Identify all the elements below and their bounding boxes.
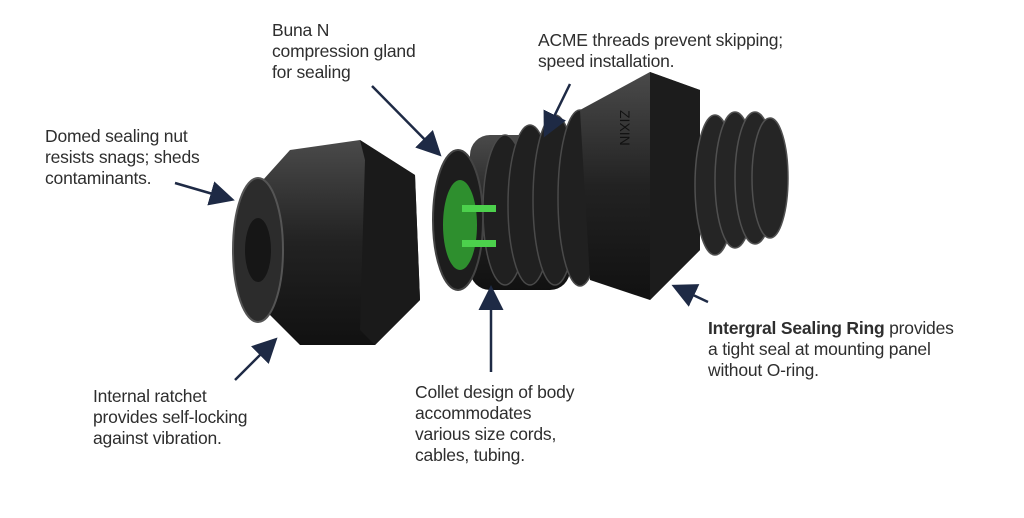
arrow-nut bbox=[174, 181, 235, 206]
label-line: Domed sealing nut bbox=[45, 126, 188, 146]
label-line: ACME threads prevent skipping; bbox=[538, 30, 783, 50]
label-line: a tight seal at mounting panel bbox=[708, 339, 931, 359]
label-sealing-ring: Intergral Sealing Ring provides a tight … bbox=[708, 318, 954, 381]
label-line: compression gland bbox=[272, 41, 416, 61]
label-line: resists snags; sheds bbox=[45, 147, 200, 167]
label-line: without O-ring. bbox=[708, 360, 819, 380]
sealing-nut bbox=[232, 140, 420, 345]
label-internal-ratchet: Internal ratchet provides self-locking a… bbox=[93, 386, 248, 449]
label-collet-design: Collet design of body accommodates vario… bbox=[415, 382, 574, 466]
arrow-threads bbox=[543, 83, 572, 138]
label-bold: Intergral Sealing Ring bbox=[708, 318, 885, 338]
arrow-ratchet bbox=[234, 337, 278, 381]
label-domed-nut: Domed sealing nut resists snags; sheds c… bbox=[45, 126, 200, 189]
label-line: Collet design of body bbox=[415, 382, 575, 402]
connector-body bbox=[432, 72, 789, 300]
label-acme-threads: ACME threads prevent skipping; speed ins… bbox=[538, 30, 783, 72]
label-line: contaminants. bbox=[45, 168, 152, 188]
label-line: Internal ratchet bbox=[93, 386, 207, 406]
arrow-gland bbox=[371, 85, 442, 157]
label-line: accommodates bbox=[415, 403, 532, 423]
label-line: provides bbox=[884, 318, 954, 338]
label-line: various size cords, bbox=[415, 424, 557, 444]
label-line: provides self-locking bbox=[93, 407, 248, 427]
label-line: speed installation. bbox=[538, 51, 675, 71]
compression-gland bbox=[443, 180, 477, 270]
label-line: against vibration. bbox=[93, 428, 222, 448]
label-compression-gland: Buna N compression gland for sealing bbox=[272, 20, 416, 83]
product-marking: ZIXIN bbox=[617, 110, 633, 146]
label-line: for sealing bbox=[272, 62, 351, 82]
label-line: Buna N bbox=[272, 20, 330, 40]
label-line: cables, tubing. bbox=[415, 445, 525, 465]
arrow-ring bbox=[671, 284, 709, 307]
